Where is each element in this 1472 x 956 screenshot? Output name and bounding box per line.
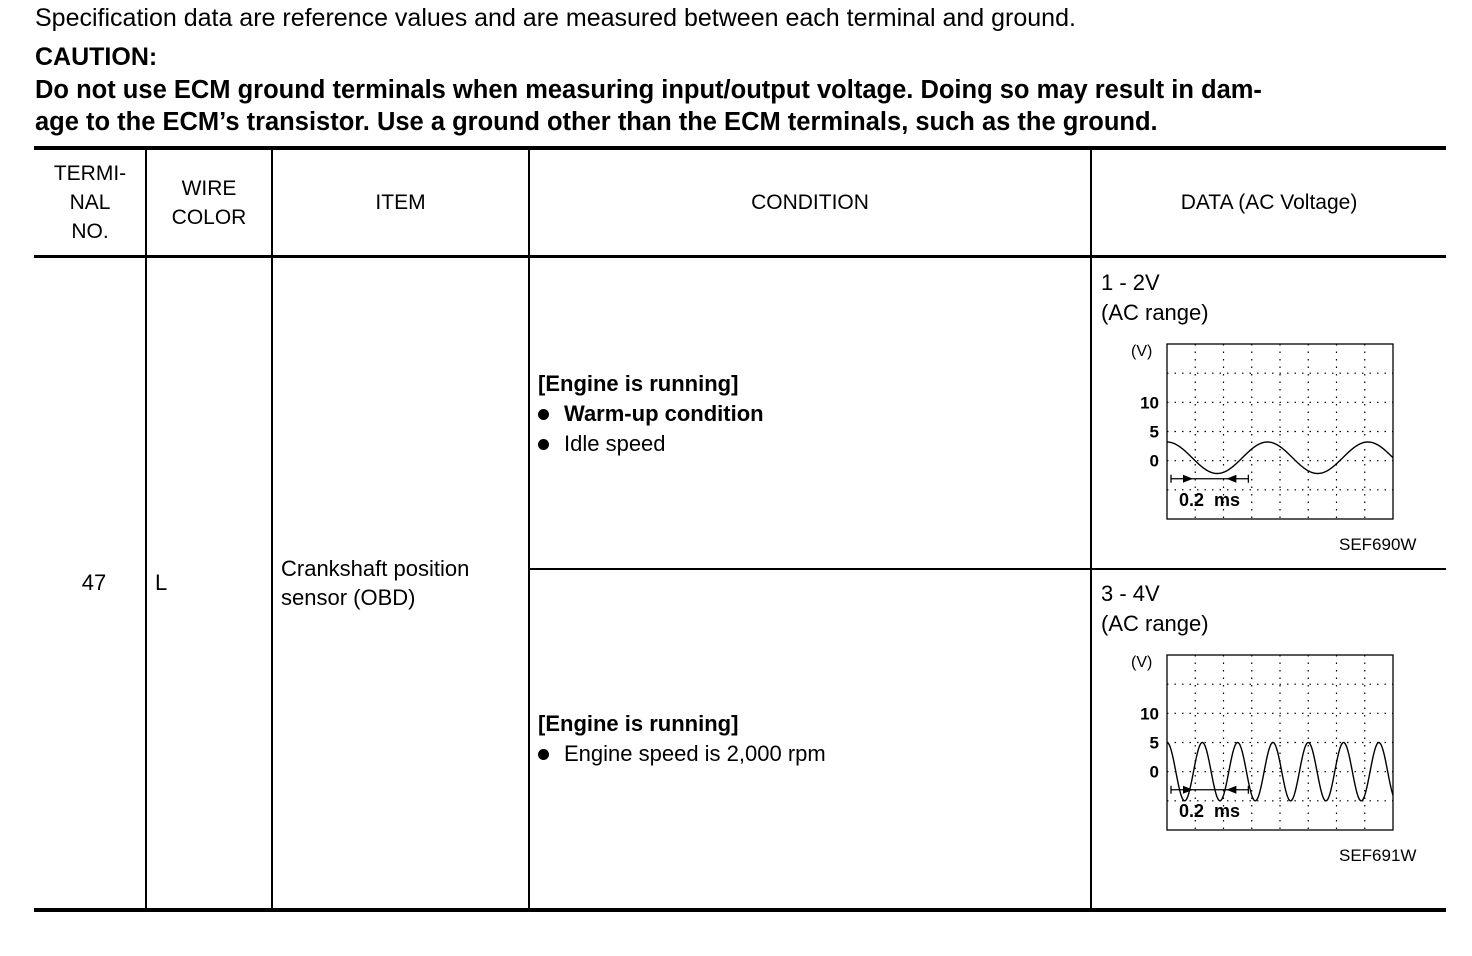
time-arrow-left-icon: [1226, 474, 1237, 483]
header-wire-line-1: WIRE: [181, 176, 237, 200]
header-item: ITEM: [375, 191, 426, 214]
oscilloscope-idle: (V) 10 5 0 0.2 ms: [1131, 343, 1394, 520]
condition-idle-bullet-1: Warm-up condition: [538, 399, 764, 429]
figure-code-idle: SEF690W: [1339, 535, 1417, 554]
data-idle-value: 1 - 2V: [1101, 270, 1160, 295]
header-data: DATA (AC Voltage): [1180, 191, 1358, 214]
table-top-rule: [34, 146, 1446, 150]
y-tick-label: 5: [1150, 734, 1159, 753]
time-scale-label: 0.2 ms: [1179, 801, 1240, 821]
oscilloscope-2000rpm: (V) 10 5 0 0.2 ms: [1131, 654, 1394, 831]
wire-color: L: [155, 570, 168, 595]
data-idle: 1 - 2V (AC range): [1101, 268, 1209, 328]
waveform-line: [1166, 441, 1394, 475]
condition-2000rpm-bullet-1: Engine speed is 2,000 rpm: [538, 739, 826, 769]
caution-text: Do not use ECM ground terminals when mea…: [35, 74, 1455, 138]
data-2000rpm-value: 3 - 4V: [1101, 581, 1160, 606]
data-idle-range: (AC range): [1101, 300, 1209, 325]
condition-2000rpm-title: [Engine is running]: [538, 711, 739, 736]
caution-line-2: age to the ECM’s transistor. Use a groun…: [35, 108, 1158, 136]
condition-idle-bullet-2: Idle speed: [538, 429, 764, 459]
intro-text: Specification data are reference values …: [35, 4, 1076, 32]
y-axis-unit: (V): [1131, 654, 1152, 671]
column-divider-3: [528, 150, 530, 908]
header-condition: CONDITION: [751, 191, 869, 214]
column-divider-1: [145, 150, 147, 908]
y-tick-label: 0: [1150, 452, 1159, 471]
header-wire-color: WIRE COLOR: [147, 150, 271, 255]
header-terminal-line-1: TERMI-: [53, 162, 127, 185]
header-terminal-line-2: NAL: [69, 191, 111, 214]
header-wire-line-2: COLOR: [171, 205, 247, 229]
condition-row-divider: [529, 568, 1446, 570]
condition-idle: [Engine is running] Warm-up condition Id…: [538, 369, 764, 459]
column-divider-4: [1090, 150, 1092, 908]
header-terminal-line-3: NO.: [71, 220, 109, 243]
bullet-text: Warm-up condition: [564, 401, 764, 426]
caution-heading: CAUTION:: [35, 43, 158, 71]
time-arrow-left-icon: [1226, 785, 1237, 794]
time-scale-label: 0.2 ms: [1179, 490, 1240, 510]
bullet-text: Engine speed is 2,000 rpm: [564, 741, 826, 766]
item-name-line-1: Crankshaft position: [281, 556, 470, 581]
time-arrow-right-icon: [1183, 785, 1193, 794]
y-tick-label: 5: [1150, 423, 1159, 442]
item-name-line-2: sensor (OBD): [281, 585, 416, 610]
caution-line-1: Do not use ECM ground terminals when mea…: [35, 76, 1262, 104]
bullet-icon: [538, 748, 549, 760]
column-divider-2: [271, 150, 273, 908]
header-terminal-no: TERMI- NAL NO.: [35, 150, 145, 255]
bullet-text: Idle speed: [564, 431, 666, 456]
waveform-line: [1166, 741, 1394, 802]
y-tick-label: 10: [1140, 704, 1159, 723]
scope-frame: [1166, 343, 1394, 520]
bullet-icon: [538, 438, 549, 450]
y-tick-label: 0: [1150, 763, 1159, 782]
figure-code-2000rpm: SEF691W: [1339, 846, 1417, 865]
data-2000rpm-range: (AC range): [1101, 611, 1209, 636]
table-bottom-rule: [34, 908, 1446, 912]
condition-idle-title: [Engine is running]: [538, 371, 739, 396]
condition-2000rpm: [Engine is running] Engine speed is 2,00…: [538, 709, 826, 769]
data-2000rpm: 3 - 4V (AC range): [1101, 579, 1209, 639]
y-tick-label: 10: [1140, 393, 1159, 412]
time-arrow-right-icon: [1183, 474, 1193, 483]
terminal-number: 47: [81, 570, 107, 595]
bullet-icon: [538, 408, 549, 420]
header-rule: [34, 255, 1446, 258]
y-axis-unit: (V): [1131, 343, 1152, 360]
item-name: Crankshaft position sensor (OBD): [281, 554, 469, 612]
